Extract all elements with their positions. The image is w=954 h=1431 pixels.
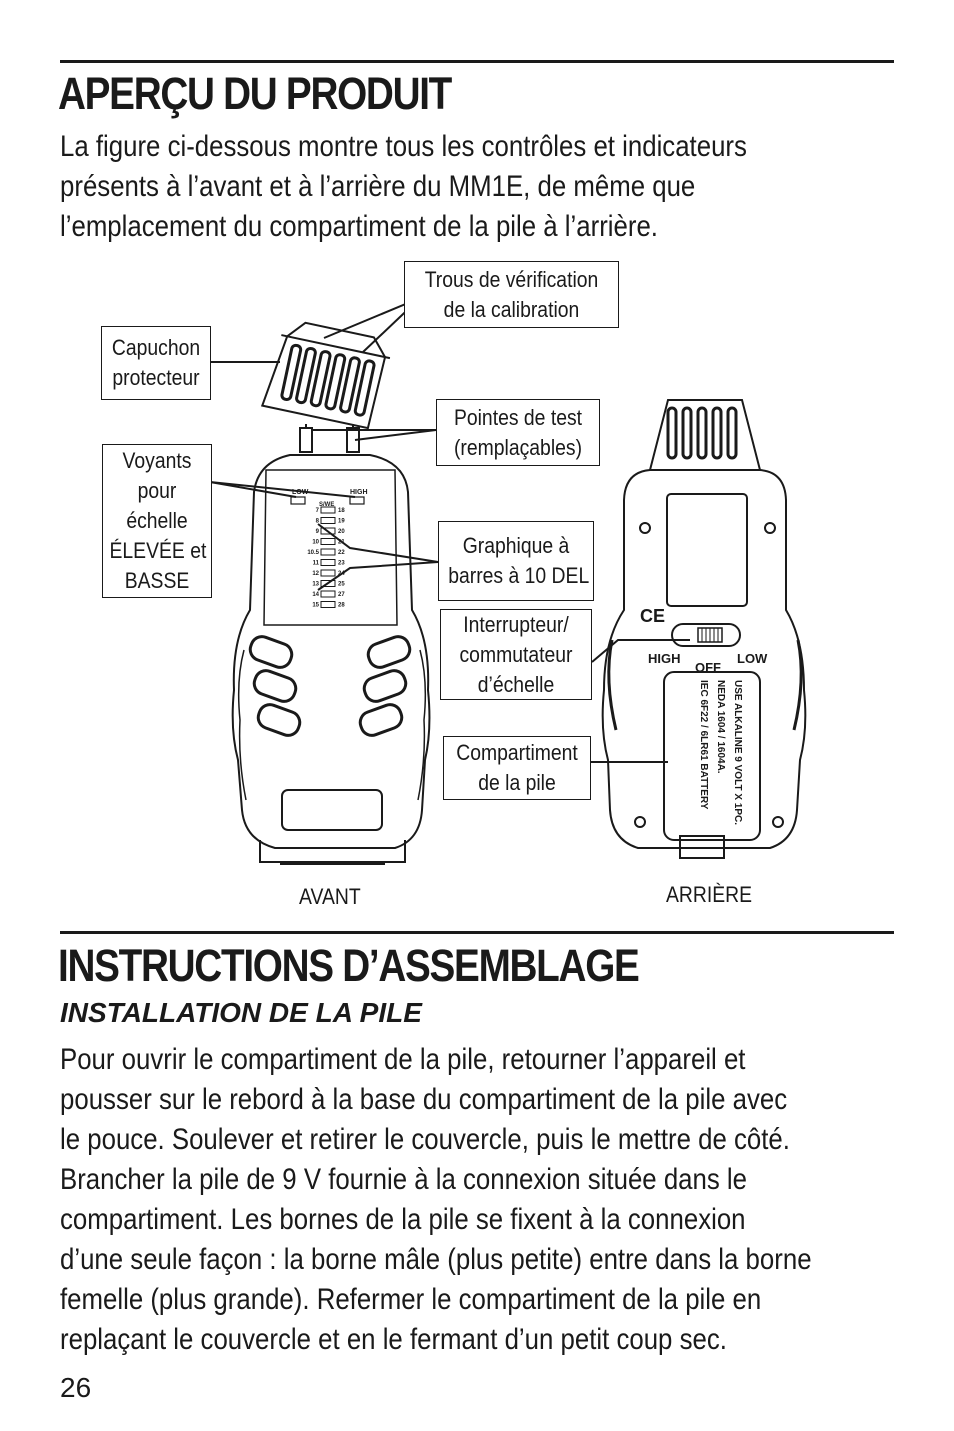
led-segment <box>320 506 336 514</box>
battery-instructions: Pour ouvrir le compartiment de la pile, … <box>60 1040 812 1360</box>
scale-number-right: 28 <box>338 603 345 609</box>
test-pins-drawing <box>299 424 360 453</box>
battery-label-line: IEC 6F22 / 6LR61 BATTERY <box>698 680 709 810</box>
scale-number-left: 9 <box>316 529 320 535</box>
intro-line: l’emplacement du compartiment de la pile… <box>60 210 658 243</box>
body-line: femelle (plus grande). Refermer le compa… <box>60 1283 762 1316</box>
scale-number-right: 27 <box>338 592 345 598</box>
battery-label-line: USE ALKALINE 9 VOLT X 1PC. <box>732 680 743 825</box>
callout-test-pins: Pointes de test (remplaçables) <box>436 399 600 466</box>
scale-number-left: 15 <box>312 603 319 609</box>
intro-line: La figure ci-dessous montre tous les con… <box>60 130 747 163</box>
callout-protective-cap: Capuchon protecteur <box>101 326 211 400</box>
scale-number-left: 7 <box>316 508 320 514</box>
scale-number-right: 18 <box>338 508 345 514</box>
scale-number-right: 23 <box>338 561 345 567</box>
body-line: le pouce. Soulever et retirer le couverc… <box>60 1123 790 1156</box>
page-number: 26 <box>60 1372 92 1403</box>
scale-number-right: 22 <box>338 550 345 556</box>
body-line: Pour ouvrir le compartiment de la pile, … <box>60 1043 746 1076</box>
body-line: d’une seule façon : la borne mâle (plus … <box>60 1243 812 1276</box>
led-segment <box>320 548 336 556</box>
body-line: compartiment. Les bornes de la pile se f… <box>60 1203 746 1236</box>
section-rule <box>60 931 894 934</box>
scale-number-left: 8 <box>316 519 320 525</box>
scale-number-right: 20 <box>338 529 345 535</box>
battery-label-line: NEDA 1604 / 1604A. <box>715 680 726 774</box>
led-high-label: HIGH <box>350 489 368 496</box>
callout-led-indicators: Voyants pour échelle ÉLEVÉE et BASSE <box>102 444 212 598</box>
intro-paragraph: La figure ci-dessous montre tous les con… <box>60 127 747 247</box>
switch-low-label: LOW <box>737 651 768 666</box>
scale-number-right: 25 <box>338 582 345 588</box>
section-title-assembly: INSTRUCTIONS D’ASSEMBLAGE <box>58 940 640 991</box>
callout-range-switch: Interrupteur/ commutateur d’échelle <box>440 609 592 700</box>
led-segment <box>320 538 336 545</box>
callout-calibration-holes: Trous de vérification de la calibration <box>404 261 619 328</box>
scale-number-left: 10 <box>312 540 319 546</box>
back-device-drawing <box>601 399 807 859</box>
led-segment <box>320 590 336 598</box>
callout-battery-compartment: Compartiment de la pile <box>443 736 591 800</box>
ce-mark: CE <box>640 606 665 626</box>
scale-label: S/WE <box>319 502 334 508</box>
scale-number-left: 14 <box>312 592 319 598</box>
callout-led-bargraph: Graphique à barres à 10 DEL <box>438 521 594 601</box>
switch-off-label: OFF <box>695 660 721 675</box>
led-segment <box>320 569 336 577</box>
led-low-label: LOW <box>292 489 309 496</box>
led-segment <box>320 559 336 566</box>
scale-number-left: 12 <box>312 571 319 577</box>
led-segment <box>320 601 336 608</box>
front-view-label: AVANT <box>299 884 361 909</box>
switch-high-label: HIGH <box>648 651 681 666</box>
section-title-overview: APERÇU DU PRODUIT <box>58 68 452 119</box>
top-rule <box>60 60 894 63</box>
led-bargraph-drawing <box>320 506 336 608</box>
body-line: replaçant le couvercle et en le fermant … <box>60 1323 727 1356</box>
led-segment <box>320 527 336 535</box>
scale-number-right: 19 <box>338 519 345 525</box>
leader-lines <box>209 297 690 763</box>
scale-number-left: 10.5 <box>307 550 319 556</box>
front-body-drawing <box>231 454 431 865</box>
body-line: Brancher la pile de 9 V fournie à la con… <box>60 1163 748 1196</box>
scale-number-left: 13 <box>312 582 319 588</box>
led-segment <box>320 517 336 524</box>
body-line: pousser sur le rebord à la base du compa… <box>60 1083 788 1116</box>
scale-number-left: 11 <box>313 561 320 567</box>
protective-cap-drawing <box>260 321 391 430</box>
intro-line: présents à l’avant et à l’arrière du MM1… <box>60 170 696 203</box>
back-view-label: ARRIÈRE <box>666 882 753 907</box>
subsection-title-battery: INSTALLATION DE LA PILE <box>60 997 422 1028</box>
scale-number-right: 21 <box>338 540 345 546</box>
led-segment <box>320 580 336 587</box>
scale-number-right: 24 <box>338 571 345 577</box>
product-diagram: LOW HIGH S/WE CE HIGH OFF LOW USE ALKALI… <box>209 297 807 865</box>
